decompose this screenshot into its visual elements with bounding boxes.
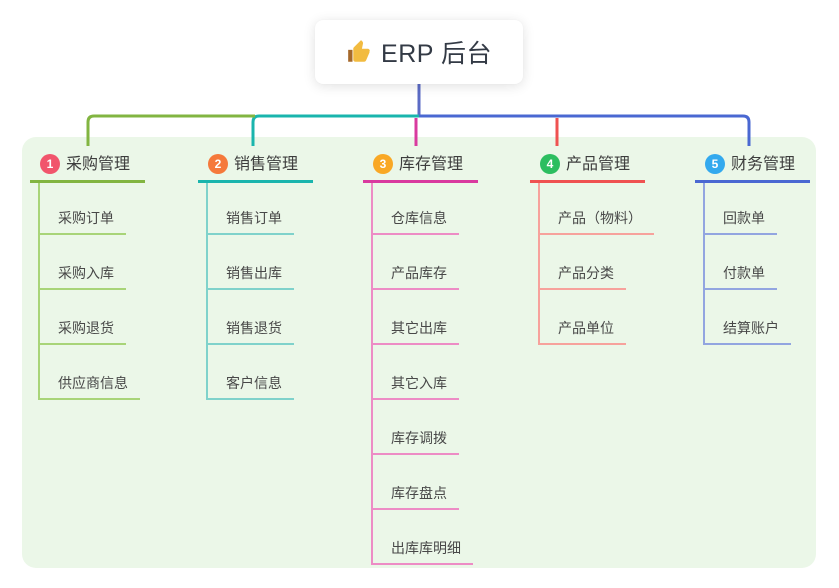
branch-title-label: 采购管理: [66, 156, 131, 173]
node-sales-return[interactable]: 销售退货: [198, 290, 313, 345]
node-payment-doc[interactable]: 付款单: [695, 235, 810, 290]
branch-inventory-title[interactable]: 3 库存管理: [363, 137, 478, 183]
branch-purchase-children: 采购订单 采购入库 采购退货 供应商信息: [30, 183, 145, 400]
node-warehouse-info[interactable]: 仓库信息: [363, 183, 478, 235]
branch-product-title[interactable]: 4 产品管理: [530, 137, 645, 183]
branch-finance-title[interactable]: 5 财务管理: [695, 137, 810, 183]
branch-1-badge: 1: [40, 154, 60, 174]
node-sales-outbound[interactable]: 销售出库: [198, 235, 313, 290]
thumbs-up-icon: [348, 40, 370, 62]
branch-3-badge: 3: [373, 154, 393, 174]
branch-finance: 5 财务管理 回款单 付款单 结算账户: [695, 137, 810, 345]
branch-5-badge: 5: [705, 154, 725, 174]
node-purchase-order[interactable]: 采购订单: [30, 183, 145, 235]
branch-purchase: 1 采购管理 采购订单 采购入库 采购退货 供应商信息: [30, 137, 145, 400]
branch-inventory-children: 仓库信息 产品库存 其它出库 其它入库 库存调拨 库存盘点 出库库明细: [363, 183, 478, 565]
node-settlement-account[interactable]: 结算账户: [695, 290, 810, 345]
branch-2-badge: 2: [208, 154, 228, 174]
node-stock-check[interactable]: 库存盘点: [363, 455, 478, 510]
branch-sales: 2 销售管理 销售订单 销售出库 销售退货 客户信息: [198, 137, 313, 400]
branch-sales-title[interactable]: 2 销售管理: [198, 137, 313, 183]
branch-purchase-title[interactable]: 1 采购管理: [30, 137, 145, 183]
node-product-stock[interactable]: 产品库存: [363, 235, 478, 290]
node-product-unit[interactable]: 产品单位: [530, 290, 645, 345]
branches-panel: [22, 137, 816, 568]
branch-4-badge: 4: [540, 154, 560, 174]
branch-title-label: 销售管理: [234, 156, 299, 173]
branch-inventory: 3 库存管理 仓库信息 产品库存 其它出库 其它入库 库存调拨 库存盘点 出库库…: [363, 137, 478, 565]
node-sales-order[interactable]: 销售订单: [198, 183, 313, 235]
branch-product-children: 产品（物料） 产品分类 产品单位: [530, 183, 654, 345]
node-outbound-detail[interactable]: 出库库明细: [363, 510, 478, 565]
node-customer-info[interactable]: 客户信息: [198, 345, 313, 400]
node-purchase-inbound[interactable]: 采购入库: [30, 235, 145, 290]
node-other-outbound[interactable]: 其它出库: [363, 290, 478, 345]
root-title: ERP 后台: [381, 40, 492, 68]
branch-title-label: 财务管理: [731, 156, 796, 173]
node-receipt-doc[interactable]: 回款单: [695, 183, 810, 235]
node-product-material[interactable]: 产品（物料）: [530, 183, 654, 235]
branch-product: 4 产品管理 产品（物料） 产品分类 产品单位: [530, 137, 654, 345]
node-stock-transfer[interactable]: 库存调拨: [363, 400, 478, 455]
node-product-category[interactable]: 产品分类: [530, 235, 645, 290]
branch-sales-children: 销售订单 销售出库 销售退货 客户信息: [198, 183, 313, 400]
node-purchase-return[interactable]: 采购退货: [30, 290, 145, 345]
node-other-inbound[interactable]: 其它入库: [363, 345, 478, 400]
branch-finance-children: 回款单 付款单 结算账户: [695, 183, 810, 345]
branch-title-label: 产品管理: [566, 156, 631, 173]
root-node[interactable]: ERP 后台: [315, 20, 523, 84]
branch-title-label: 库存管理: [399, 156, 464, 173]
node-supplier-info[interactable]: 供应商信息: [30, 345, 145, 400]
